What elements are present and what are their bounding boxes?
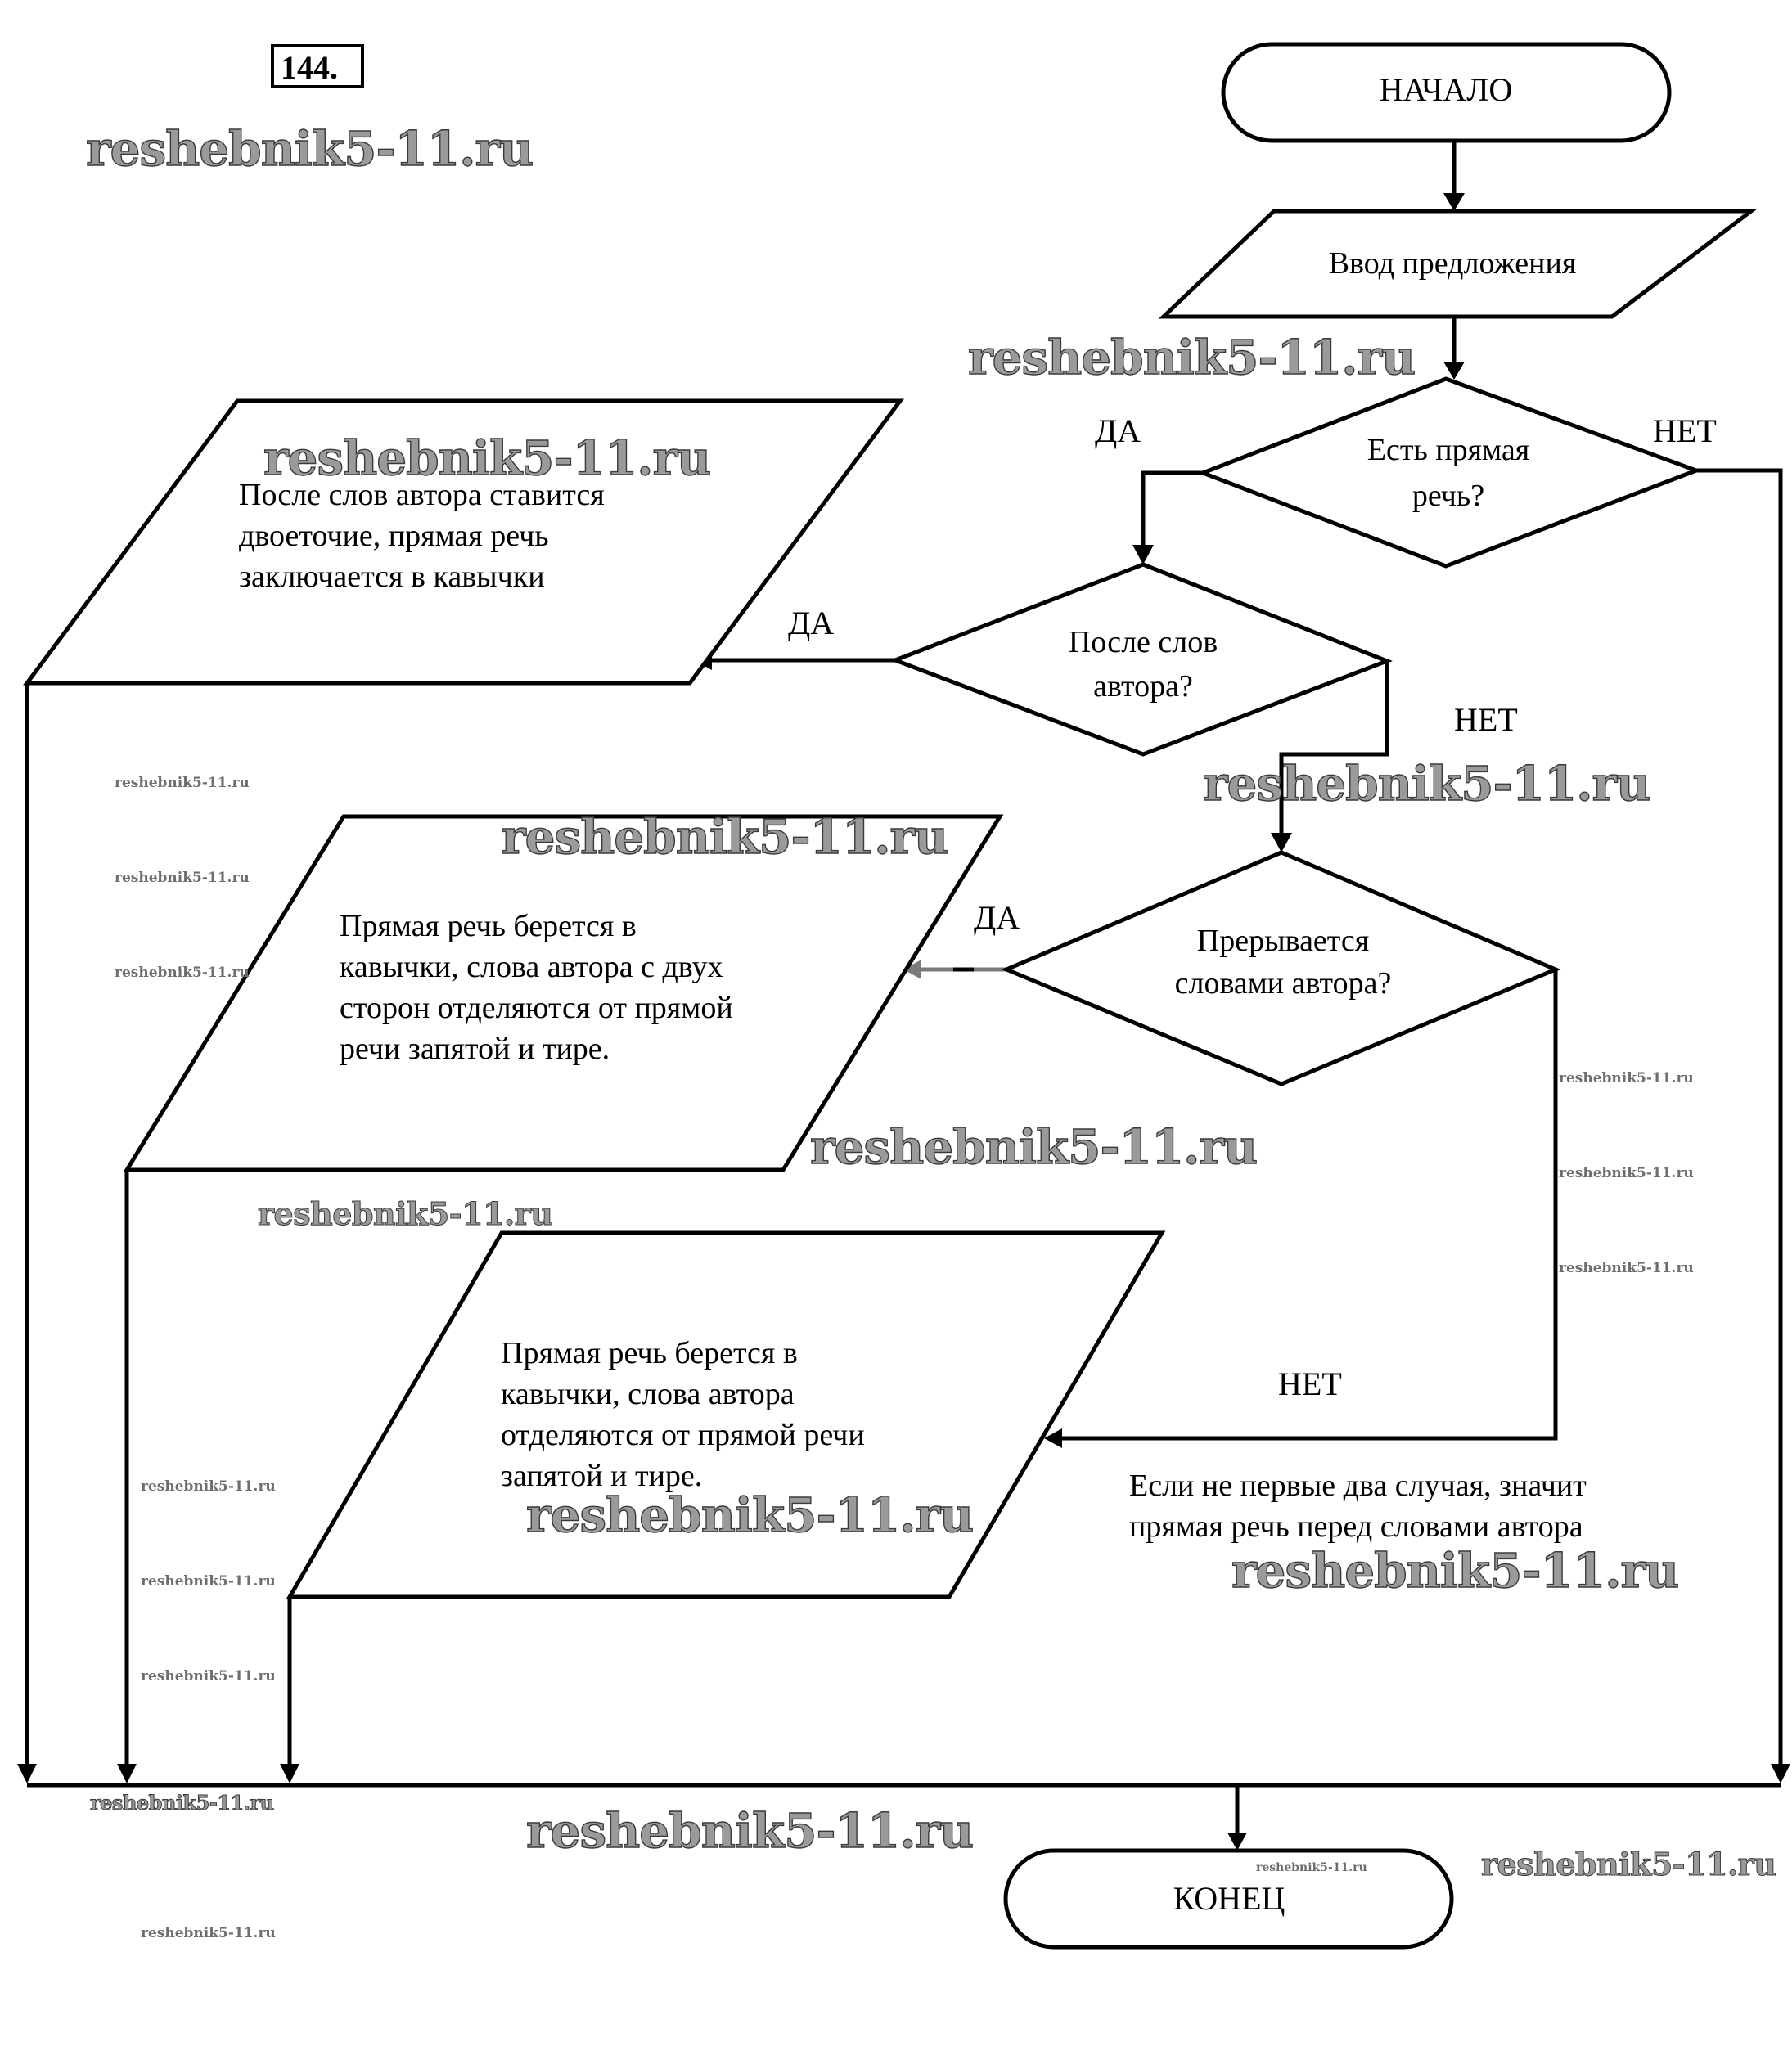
connector-start-to-input [1443,141,1465,211]
decision-2-no-label: НЕТ [1454,701,1518,738]
connector-decision1-no [1696,468,1790,1783]
watermark: reshebnik5-11.ru [1231,1543,1678,1599]
watermark: reshebnik5-11.ru [141,1573,276,1590]
connector-output3-to-merge [280,1597,299,1783]
watermark: reshebnik5-11.ru [141,1925,276,1941]
connector-decision2-yes [694,650,895,670]
output-block-1: После слов автора ставится двоеточие, пр… [23,398,904,686]
watermark: reshebnik5-11.ru [115,965,250,981]
output-block-3: Прямая речь берется в кавычки, слова авт… [286,1230,1166,1599]
watermarks: reshebnik5-11.ru reshebnik5-11.ru resheb… [85,120,1776,1941]
watermark: reshebnik5-11.ru [968,330,1415,385]
start-label: НАЧАЛО [1380,71,1513,108]
output-1-line-3: заключается в кавычки [239,560,545,594]
connector-merge-to-end [1227,1785,1247,1851]
connector-decision3-no [1044,969,1558,1448]
decision-3-line-2: словами автора? [1175,966,1392,1001]
decision-1: Есть прямая речь? [1197,376,1703,569]
output-2-line-3: сторон отделяются от прямой [340,991,733,1025]
output-3-line-4: запятой и тире. [501,1459,702,1493]
end-terminal: КОНЕЦ [1003,1848,1454,1950]
input-block: Ввод предложения [1158,209,1758,319]
watermark: reshebnik5-11.ru [501,809,948,865]
start-terminal: НАЧАЛО [1221,42,1672,143]
output-3-line-3: отделяются от прямой речи [501,1418,865,1452]
output-2-line-4: речи запятой и тире. [340,1032,610,1066]
output-2-line-2: кавычки, слова автора с двух [340,950,723,984]
watermark: reshebnik5-11.ru [1559,1260,1694,1276]
decision-1-no-label: НЕТ [1653,412,1717,449]
output-1-line-1: После слов автора ставится [239,478,605,512]
watermark: reshebnik5-11.ru [1256,1861,1367,1874]
decision-2-line-2: автора? [1093,669,1193,704]
output-2-line-1: Прямая речь берется в [340,909,637,943]
watermark: reshebnik5-11.ru [141,1668,276,1684]
connector-output1-to-merge [17,683,37,1783]
watermark: reshebnik5-11.ru [258,1195,552,1232]
task-number: 144. [281,49,338,86]
connector-output2-to-merge [117,1170,137,1783]
decision-1-line-2: речь? [1412,479,1484,513]
connector-decision2-no [1271,663,1389,852]
connector-input-to-decision1 [1443,317,1465,380]
watermark: reshebnik5-11.ru [1559,1165,1694,1181]
output-3-line-2: кавычки, слова автора [501,1377,795,1411]
input-label: Ввод предложения [1329,246,1577,281]
decision-3-line-1: Прерывается [1197,924,1369,958]
decision-3: Прерывается словами автора? [1001,850,1561,1086]
watermark: reshebnik5-11.ru [115,775,250,791]
note-line-1: Если не первые два случая, значит [1129,1469,1587,1503]
watermark: reshebnik5-11.ru [1481,1846,1776,1882]
decision-1-yes-label: ДА [1095,412,1141,449]
watermark: reshebnik5-11.ru [115,870,250,886]
connector-decision1-yes [1132,470,1203,564]
watermark: reshebnik5-11.ru [86,121,533,177]
output-1-line-2: двоеточие, прямая речь [239,519,549,553]
watermark: reshebnik5-11.ru [1203,756,1650,812]
decision-3-yes-label: ДА [974,899,1020,936]
watermark: reshebnik5-11.ru [810,1119,1257,1175]
note-line-2: прямая речь перед словами автора [1129,1509,1583,1544]
decision-2-yes-label: ДА [788,605,834,641]
watermark: reshebnik5-11.ru [526,1803,973,1859]
decision-2-line-1: После слов [1069,625,1218,659]
watermark: reshebnik5-11.ru [141,1478,276,1495]
output-block-2: Прямая речь берется в кавычки, слова авт… [123,814,1004,1172]
decision-1-line-1: Есть прямая [1367,433,1529,467]
decision-3-no-label: НЕТ [1278,1365,1342,1402]
decision-2: После слов автора? [889,562,1393,757]
end-label: КОНЕЦ [1173,1880,1285,1917]
watermark: reshebnik5-11.ru [1559,1070,1694,1086]
watermark: reshebnik5-11.ru [90,1791,274,1815]
watermark: reshebnik5-11.ru [263,430,710,486]
connector-decision3-yes [903,960,1006,979]
output-3-line-1: Прямая речь берется в [501,1336,798,1370]
task-number-badge: 144. [271,44,364,88]
note-text: Если не первые два случая, значит прямая… [1129,1469,1587,1544]
watermark: reshebnik5-11.ru [526,1487,973,1543]
